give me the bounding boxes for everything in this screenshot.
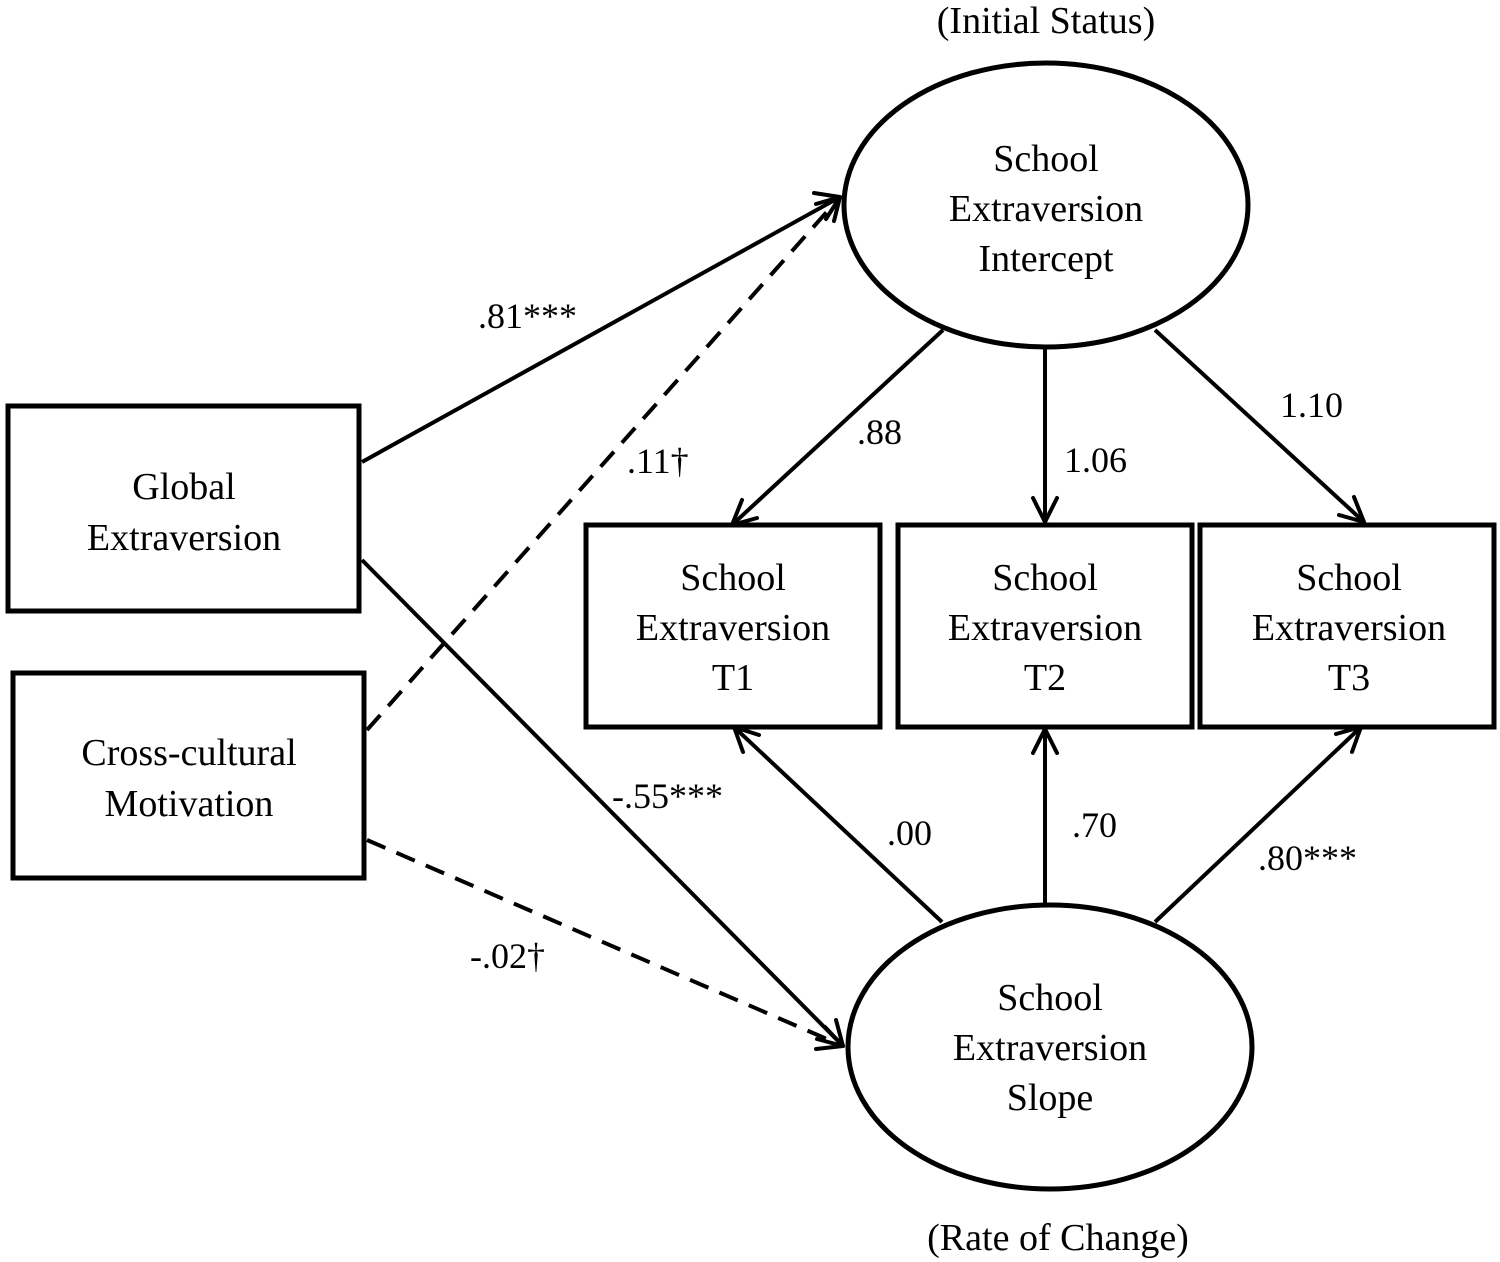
svg-text:Extraversion: Extraversion (636, 607, 830, 649)
svg-text:School: School (997, 977, 1103, 1019)
edge-intercept-to-t2 (1031, 345, 1059, 524)
svg-text:Slope: Slope (1007, 1077, 1094, 1119)
edge-slope-to-t2 (1031, 727, 1059, 905)
svg-text:Motivation: Motivation (105, 783, 274, 825)
box-school-extraversion-t2: School Extraversion T2 (895, 522, 1195, 730)
svg-text:Extraversion: Extraversion (953, 1027, 1147, 1069)
coef-global-slope: -.55*** (612, 776, 723, 816)
coef-intercept-t1: .88 (857, 412, 902, 452)
edge-slope-to-t3 (1153, 725, 1363, 924)
svg-text:Cross-cultural: Cross-cultural (81, 732, 296, 774)
svg-text:Global: Global (132, 466, 235, 508)
box-school-extraversion-t3: School Extraversion T3 (1197, 522, 1497, 730)
coef-global-intercept: .81*** (478, 296, 577, 336)
svg-text:Extraversion: Extraversion (948, 607, 1142, 649)
svg-text:Extraversion: Extraversion (1252, 607, 1446, 649)
box-global-extraversion: Global Extraversion (5, 403, 362, 614)
edge-motivation-to-intercept (365, 195, 842, 732)
svg-text:Extraversion: Extraversion (87, 517, 281, 559)
box-school-extraversion-t1: School Extraversion T1 (583, 522, 883, 730)
coef-slope-t2: .70 (1072, 805, 1117, 845)
svg-text:School: School (992, 557, 1098, 599)
svg-text:School: School (993, 138, 1099, 180)
caption-initial-status: (Initial Status) (937, 0, 1155, 42)
edge-global-to-intercept (361, 191, 842, 464)
edge-intercept-to-t3 (1153, 328, 1366, 524)
svg-text:Intercept: Intercept (978, 238, 1113, 280)
svg-text:T1: T1 (712, 657, 754, 699)
ellipse-school-extraversion-intercept: School Extraversion Intercept (841, 60, 1251, 350)
box-cross-cultural-motivation: Cross-cultural Motivation (10, 670, 367, 881)
edge-motivation-to-slope (366, 838, 845, 1051)
coef-intercept-t2: 1.06 (1064, 440, 1127, 480)
svg-text:T3: T3 (1328, 657, 1370, 699)
coef-motivation-intercept: .11† (627, 441, 689, 481)
edge-intercept-to-t1 (730, 328, 945, 527)
coef-intercept-t3: 1.10 (1280, 385, 1343, 425)
svg-text:Extraversion: Extraversion (949, 188, 1143, 230)
svg-text:T2: T2 (1024, 657, 1066, 699)
svg-text:School: School (1296, 557, 1402, 599)
svg-text:School: School (680, 557, 786, 599)
coef-motivation-slope: -.02† (470, 936, 545, 976)
coef-slope-t3: .80*** (1258, 838, 1357, 878)
coef-slope-t1: .00 (887, 813, 932, 853)
ellipse-school-extraversion-slope: School Extraversion Slope (845, 902, 1255, 1192)
caption-rate-of-change: (Rate of Change) (927, 1217, 1189, 1259)
